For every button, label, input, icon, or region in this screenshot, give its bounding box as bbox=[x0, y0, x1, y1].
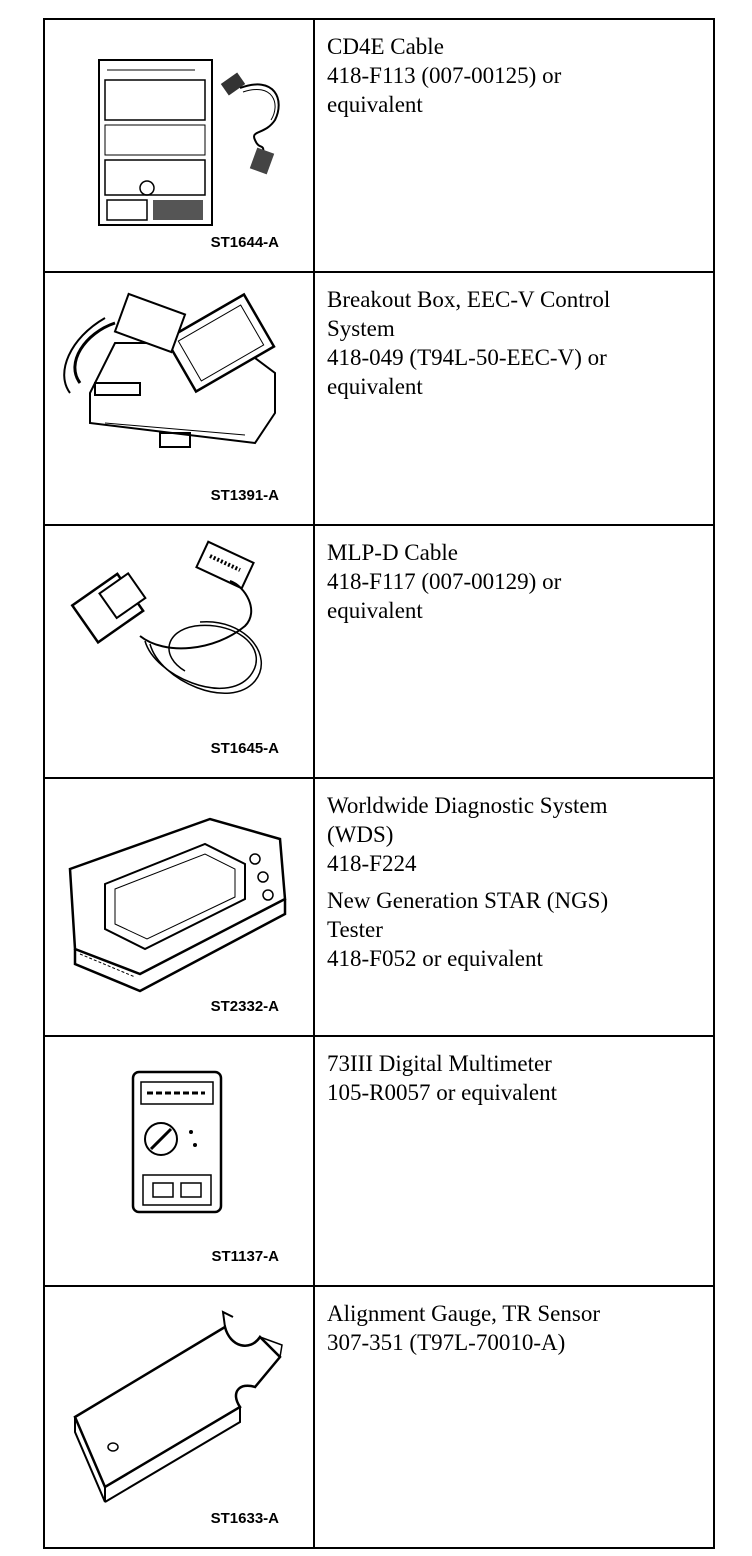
tool-description-cell: CD4E Cable 418-F113 (007-00125) or equiv… bbox=[315, 20, 713, 271]
tool-number: 418-F224 bbox=[327, 851, 417, 876]
tool-description-cell: MLP-D Cable 418-F117 (007-00129) or equi… bbox=[315, 526, 713, 777]
tool-number: 105-R0057 or equivalent bbox=[327, 1080, 557, 1105]
tool-illustration-cell: ST1633-A bbox=[45, 1287, 315, 1547]
figure-code: ST2332-A bbox=[210, 998, 279, 1015]
tool-number: 418-F052 or equivalent bbox=[327, 946, 543, 971]
tool-illustration-cell: ST1391-A bbox=[45, 273, 315, 524]
figure-code: ST1644-A bbox=[210, 234, 279, 251]
tool-number: 418-049 (T94L-50-EEC-V) or bbox=[327, 345, 607, 370]
figure-code: ST1645-A bbox=[210, 740, 279, 757]
tool-number: 307-351 (T97L-70010-A) bbox=[327, 1330, 566, 1355]
tool-row: ST1137-A 73III Digital Multimeter 105-R0… bbox=[45, 1037, 713, 1287]
tool-illustration-cell: ST1137-A bbox=[45, 1037, 315, 1285]
tool-name: MLP-D Cable bbox=[327, 540, 458, 565]
tool-name-cont: System bbox=[327, 316, 395, 341]
tool-name-cont: (WDS) bbox=[327, 822, 394, 847]
alignment-gauge-illustration bbox=[73, 1310, 283, 1503]
tool-equivalent: equivalent bbox=[327, 598, 423, 623]
breakout-box-illustration bbox=[63, 292, 276, 448]
tool-name-cont: Tester bbox=[327, 917, 383, 942]
figure-code: ST1391-A bbox=[210, 487, 279, 504]
figure-code: ST1137-A bbox=[211, 1248, 279, 1265]
tool-name: Breakout Box, EEC-V Control bbox=[327, 287, 611, 312]
tool-description-cell: 73III Digital Multimeter 105-R0057 or eq… bbox=[315, 1037, 713, 1285]
tool-description-cell: Alignment Gauge, TR Sensor 307-351 (T97L… bbox=[315, 1287, 713, 1547]
tool-illustration-cell: ST2332-A bbox=[45, 779, 315, 1035]
tool-equivalent: equivalent bbox=[327, 374, 423, 399]
tool-row: ST1644-A CD4E Cable 418-F113 (007-00125)… bbox=[45, 20, 713, 273]
multimeter-illustration bbox=[131, 1070, 223, 1214]
tool-equivalent: equivalent bbox=[327, 92, 423, 117]
tool-name: CD4E Cable bbox=[327, 34, 444, 59]
tool-row: ST1633-A Alignment Gauge, TR Sensor 307-… bbox=[45, 1287, 713, 1547]
tool-description-cell: Breakout Box, EEC-V Control System 418-0… bbox=[315, 273, 713, 524]
tool-number: 418-F113 (007-00125) or bbox=[327, 63, 562, 88]
tool-number: 418-F117 (007-00129) or bbox=[327, 569, 562, 594]
tool-name: New Generation STAR (NGS) bbox=[327, 888, 609, 913]
tool-name: 73III Digital Multimeter bbox=[327, 1051, 552, 1076]
mlp-d-cable-illustration bbox=[70, 540, 262, 694]
tool-row: ST1391-A Breakout Box, EEC-V Control Sys… bbox=[45, 273, 713, 526]
tool-name: Worldwide Diagnostic System bbox=[327, 793, 608, 818]
wds-tester-illustration bbox=[68, 817, 287, 993]
tool-row: ST2332-A Worldwide Diagnostic System (WD… bbox=[45, 779, 713, 1037]
tool-name: Alignment Gauge, TR Sensor bbox=[327, 1301, 600, 1326]
tool-description-cell: Worldwide Diagnostic System (WDS) 418-F2… bbox=[315, 779, 713, 1035]
cd4e-cable-illustration bbox=[98, 59, 280, 226]
figure-code: ST1633-A bbox=[210, 1510, 279, 1527]
tool-illustration-cell: ST1644-A bbox=[45, 20, 315, 271]
tool-row: ST1645-A MLP-D Cable 418-F117 (007-00129… bbox=[45, 526, 713, 779]
special-tools-table: ST1644-A CD4E Cable 418-F113 (007-00125)… bbox=[43, 18, 715, 1549]
tool-illustration-cell: ST1645-A bbox=[45, 526, 315, 777]
